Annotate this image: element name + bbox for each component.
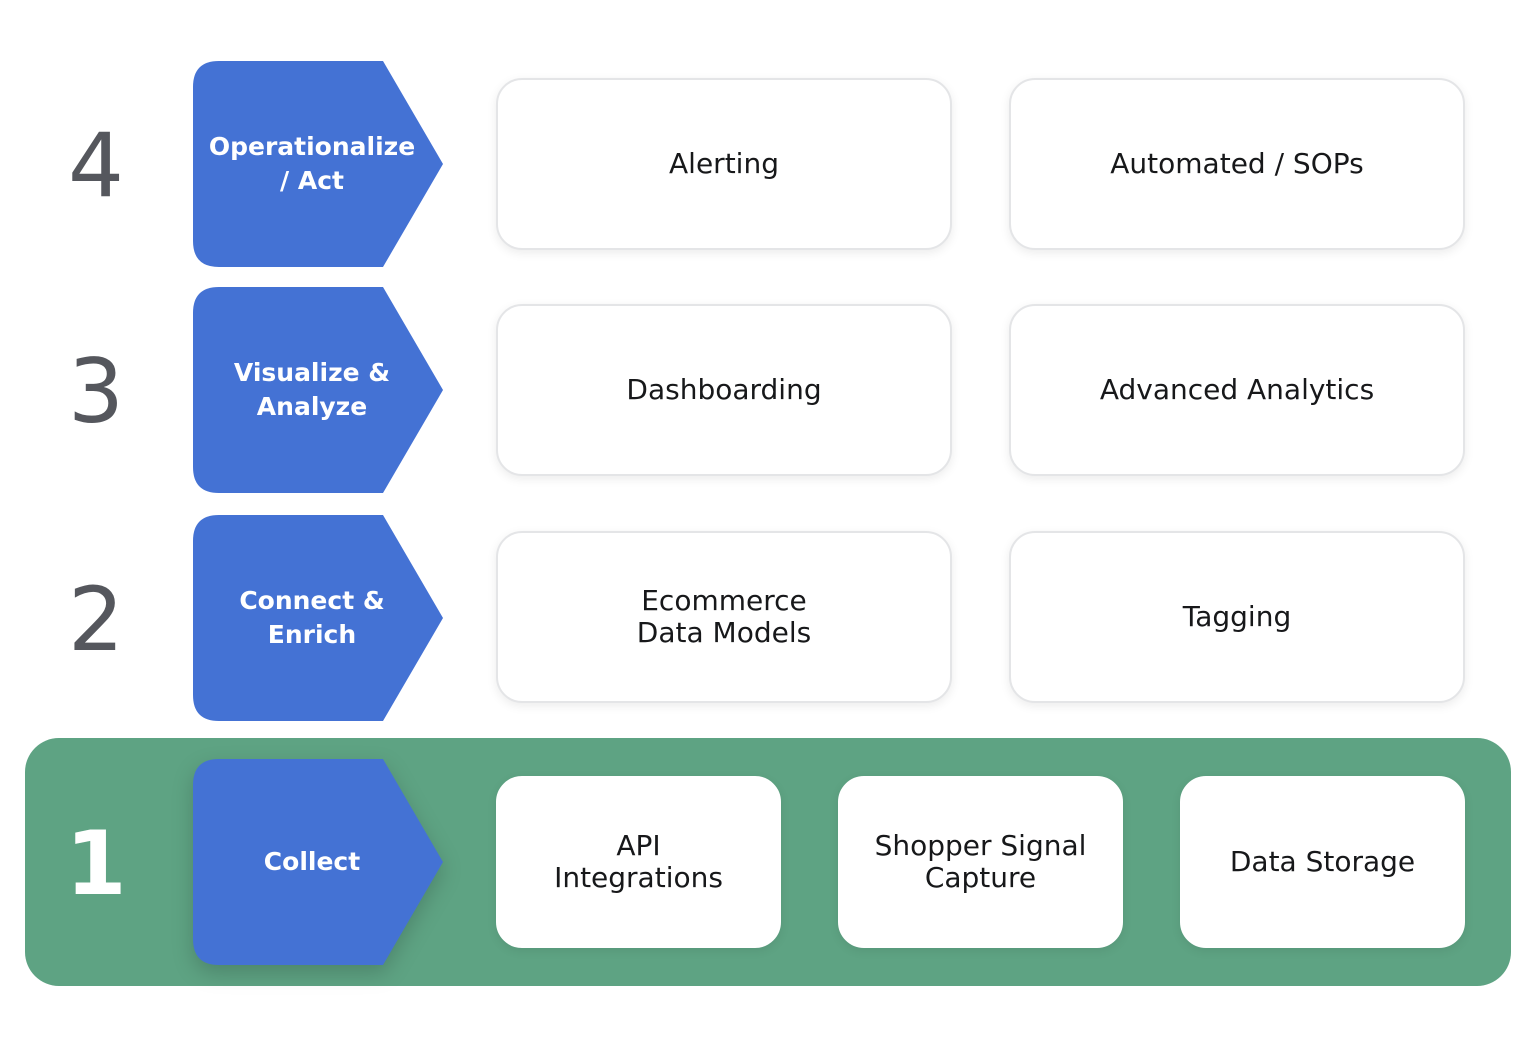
capability-card-ecommerce-data-models: Ecommerce Data Models (496, 531, 952, 703)
level-2-number: 2 (68, 568, 124, 671)
chevron-arrow-shape (193, 61, 443, 267)
level-4-number: 4 (68, 114, 124, 217)
capability-card-alerting: Alerting (496, 78, 952, 250)
capability-card-shopper-signal-capture: Shopper Signal Capture (838, 776, 1123, 948)
level-1-number: 1 (65, 812, 127, 915)
capability-card-automated-sops: Automated / SOPs (1009, 78, 1465, 250)
capability-card-tagging: Tagging (1009, 531, 1465, 703)
capability-card-api-integrations: API Integrations (496, 776, 781, 948)
stage-arrow-collect: Collect (193, 759, 443, 965)
capability-card-advanced-analytics: Advanced Analytics (1009, 304, 1465, 476)
capability-card-data-storage: Data Storage (1180, 776, 1465, 948)
stage-label: Operationalize / Act (208, 132, 416, 195)
stage-arrow-operationalize: Operationalize / Act (193, 61, 443, 267)
chevron-arrow-shape (193, 287, 443, 493)
chevron-arrow-shape (193, 759, 443, 965)
stage-label: Visualize & Analyze (233, 358, 391, 421)
chevron-arrow-shape (193, 515, 443, 721)
capability-card-dashboarding: Dashboarding (496, 304, 952, 476)
stage-label: Collect (263, 847, 361, 876)
level-3-number: 3 (68, 340, 124, 443)
stage-label: Connect & Enrich (239, 586, 385, 649)
stage-arrow-visualize: Visualize & Analyze (193, 287, 443, 493)
stage-arrow-connect: Connect & Enrich (193, 515, 443, 721)
